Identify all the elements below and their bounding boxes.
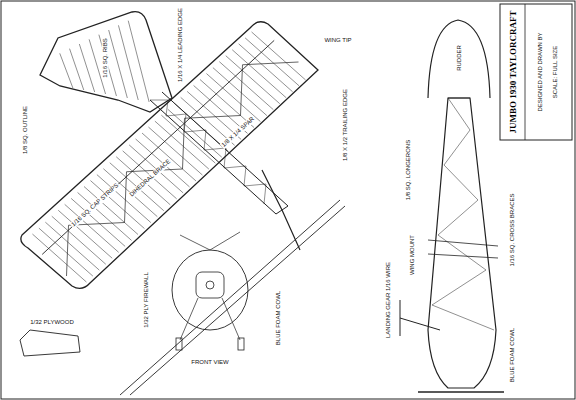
front-view-cowl <box>196 272 224 298</box>
callout-label: WING TIP <box>323 37 352 44</box>
callout-label: WING MOUNT <box>409 234 416 276</box>
callout-label: 1/32 PLY FIREWALL <box>143 271 150 329</box>
wing-spar <box>42 40 274 254</box>
wing-rib <box>213 68 267 116</box>
callout-label: 1/16 SQ. CAP STRIPS <box>69 181 120 228</box>
front-view-wheel <box>238 338 244 350</box>
wing-ribs <box>32 32 305 282</box>
side-view-landing-gear <box>400 300 440 336</box>
stabilizer-rib <box>79 44 94 92</box>
plywood-detail <box>20 330 80 356</box>
propeller-side-view <box>418 391 504 392</box>
wing-rib <box>161 115 215 163</box>
wing-rib <box>123 151 177 199</box>
plan-title: JUMBO 1930 TAYLORCRAFT <box>508 11 518 134</box>
callout-label: RUDDER <box>456 44 463 72</box>
callout-label: DESIGNED AND DRAWN BY <box>537 31 544 112</box>
wing-bracing <box>67 62 299 276</box>
side-view-wing <box>428 240 498 258</box>
wing-rib <box>239 44 293 92</box>
stabilizer-rib <box>99 35 117 96</box>
wing-rib <box>232 50 286 98</box>
callout-label: 1/32 PLYWOOD <box>29 319 75 326</box>
front-view-struts <box>180 232 240 340</box>
fuselage-side-bracing <box>432 98 494 330</box>
callout-label: 1/8 X 1/2 TRAILING EDGE <box>342 88 349 162</box>
callout-label: LANDING GEAR 1/16 WIRE <box>385 261 392 339</box>
callout-label: BLUE FOAM COWL <box>509 327 516 383</box>
wing-rib <box>206 74 260 122</box>
title-block-rule <box>525 4 526 140</box>
wing-rib <box>252 32 306 80</box>
wing-outline <box>21 22 318 289</box>
tail-post <box>448 98 470 99</box>
callout-label: 1/16 SQ. CROSS BRACES <box>509 192 516 267</box>
callout-label: BLUE FOAM COWL <box>275 290 282 346</box>
stabilizer-rib <box>70 49 84 90</box>
stabilizer-rib <box>60 53 73 88</box>
wing-rib <box>219 62 273 110</box>
callout-label: FRONT VIEW <box>190 359 230 366</box>
callout-label: 1/8 SQ. OUTLINE <box>22 105 29 155</box>
stabilizer-rib <box>118 25 138 100</box>
propeller-top-view <box>262 170 300 250</box>
wing-rib <box>32 234 86 282</box>
wing-rib <box>245 38 299 86</box>
front-view-circle <box>172 250 248 330</box>
title-block <box>500 4 572 140</box>
callout-label: 1/16 X 1/4 LEADING EDGE <box>177 7 184 83</box>
stabilizer-outline <box>40 12 172 112</box>
wing-rib <box>226 56 280 104</box>
stabilizer-rib <box>109 30 128 98</box>
fuselage-bracing <box>150 100 266 204</box>
stabilizer-ribs <box>60 21 149 102</box>
callout-label: SCALE: FULL SIZE <box>552 45 559 99</box>
wing-rib <box>39 228 93 276</box>
rudder-outline <box>428 20 490 98</box>
front-view-spinner <box>206 281 214 289</box>
wing-rib <box>168 109 222 157</box>
callout-label: 1/16 SQ. RIBS <box>102 37 109 78</box>
fuselage-top-view <box>150 92 288 214</box>
callout-label: 1/8 SQ. LONGERONS <box>405 139 412 201</box>
stabilizer-rib <box>128 21 149 102</box>
front-view-wheel <box>176 338 182 350</box>
wing-rib <box>45 222 99 270</box>
front-view-wing <box>120 200 345 395</box>
